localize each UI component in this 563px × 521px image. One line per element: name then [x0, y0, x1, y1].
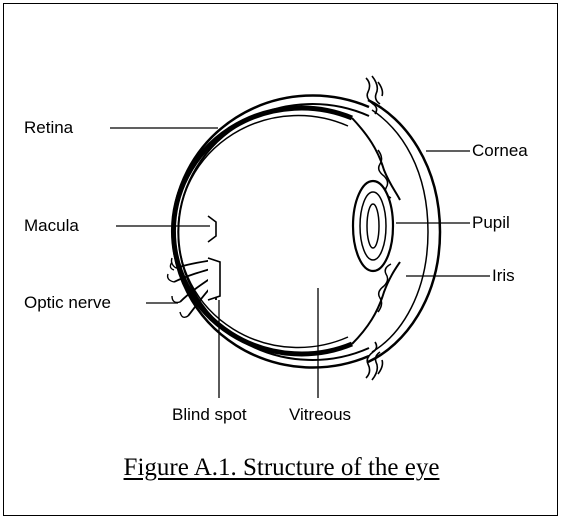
label-pupil: Pupil [472, 213, 510, 232]
lens-outer [353, 181, 393, 271]
label-blind-spot: Blind spot [172, 405, 247, 424]
label-retina: Retina [24, 118, 74, 137]
label-iris: Iris [492, 266, 515, 285]
label-cornea: Cornea [472, 141, 528, 160]
macula-notch [208, 216, 216, 242]
retina-layer [173, 108, 352, 354]
sclera-outer [173, 96, 369, 368]
figure-caption: Figure A.1. Structure of the eye [0, 454, 563, 482]
label-optic-nerve: Optic nerve [24, 293, 111, 312]
caption-text: Figure A.1. Structure of the eye [124, 454, 440, 481]
label-macula: Macula [24, 216, 79, 235]
iris-lower [352, 262, 400, 344]
blind-spot-notch [208, 258, 220, 300]
label-vitreous: Vitreous [289, 405, 351, 424]
